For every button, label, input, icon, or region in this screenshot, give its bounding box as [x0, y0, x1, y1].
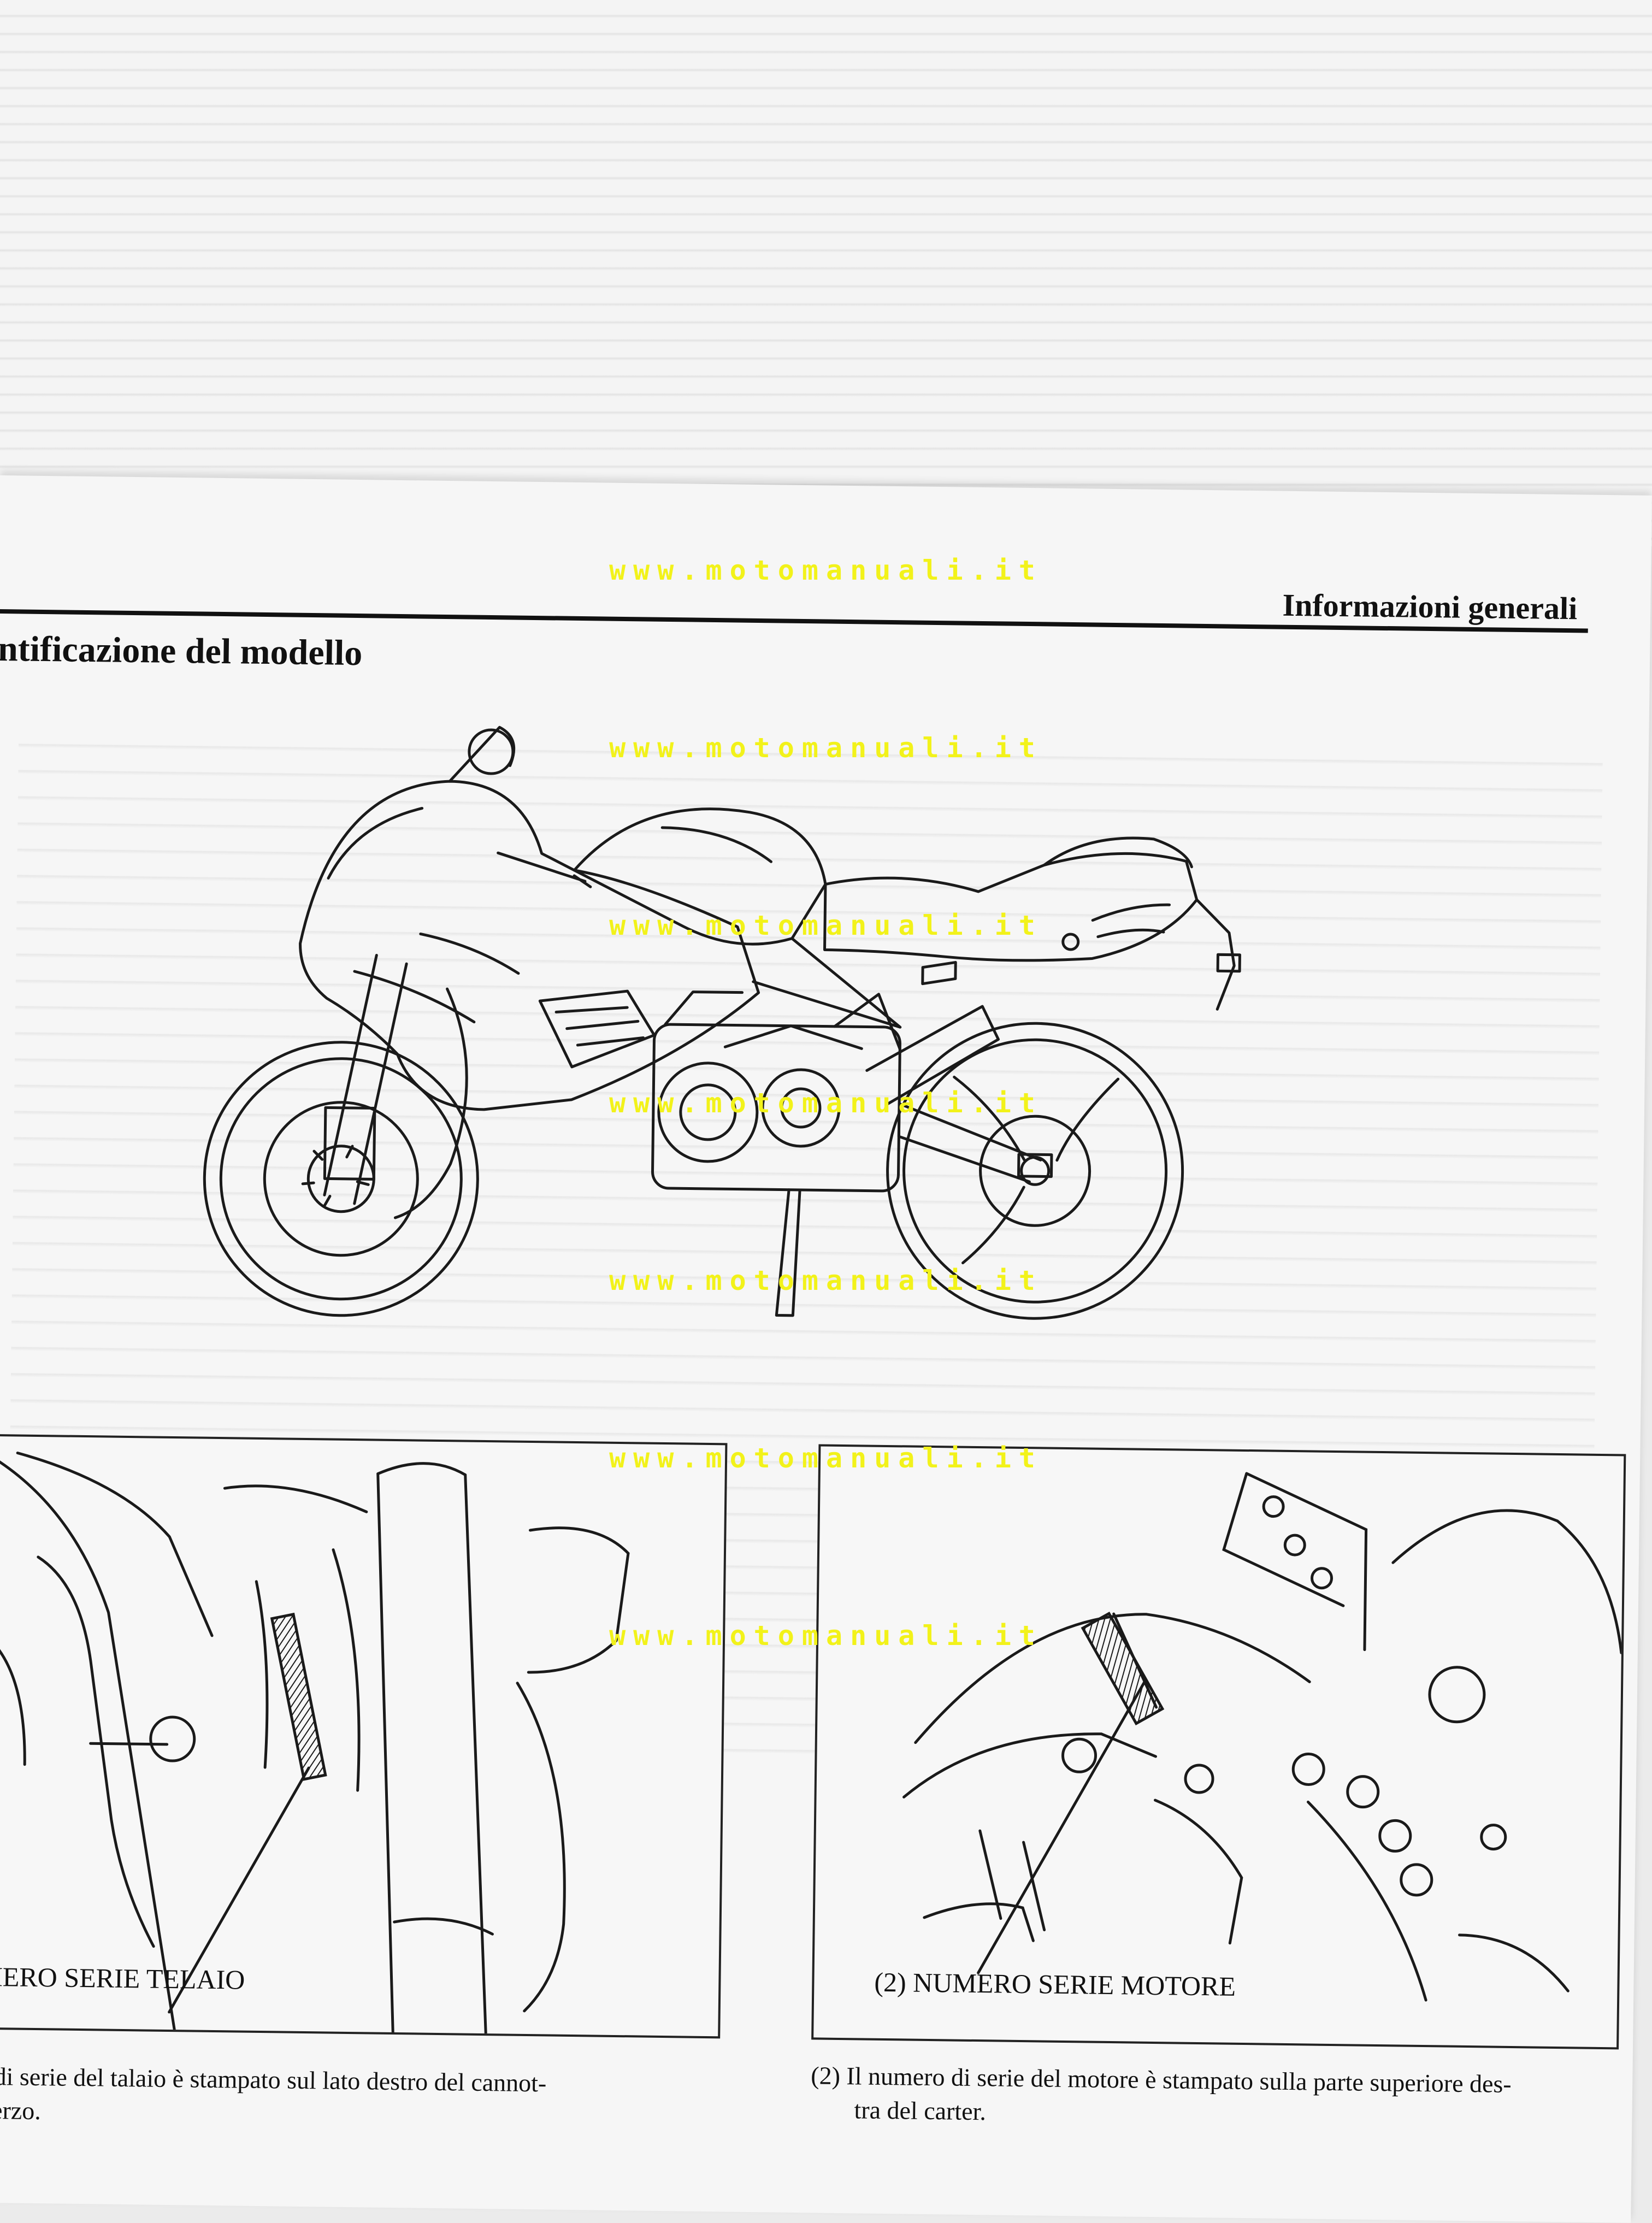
- cardboard-background: [0, 0, 1652, 546]
- watermark-5: www.motomanuali.it: [609, 1265, 1043, 1296]
- watermark-6: www.motomanuali.it: [609, 1442, 1043, 1474]
- engine-serial-note: (2) Il numero di serie del motore è stam…: [810, 2059, 1619, 2136]
- manual-page: Informazioni generali ntificazione del m…: [0, 475, 1652, 2223]
- watermark-7: www.motomanuali.it: [609, 1620, 1043, 1652]
- watermark-2: www.motomanuali.it: [609, 732, 1043, 764]
- frame-serial-figure: MERO SERIE TELAIO: [0, 1434, 728, 2039]
- engine-serial-label: (2) NUMERO SERIE MOTORE: [874, 1966, 1236, 2002]
- frame-detail-drawing: [0, 1451, 630, 2035]
- frame-serial-note: o di serie del talaio è stampato sul lat…: [0, 2060, 740, 2137]
- watermark-3: www.motomanuali.it: [609, 910, 1043, 941]
- watermark-1: www.motomanuali.it: [609, 555, 1043, 586]
- model-identification-title: ntificazione del modello: [0, 628, 363, 674]
- section-title: Informazioni generali: [1282, 587, 1578, 627]
- engine-detail-drawing: [902, 1472, 1623, 2002]
- frame-serial-label: MERO SERIE TELAIO: [0, 1961, 245, 1995]
- watermark-4: www.motomanuali.it: [609, 1087, 1043, 1119]
- engine-serial-figure: (2) NUMERO SERIE MOTORE: [811, 1444, 1626, 2050]
- motorcycle-illustration: [203, 726, 1241, 1320]
